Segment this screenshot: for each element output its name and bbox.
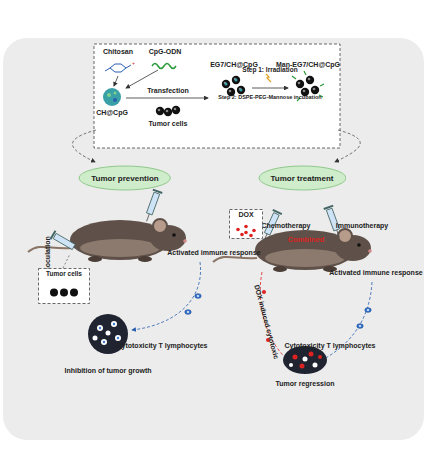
text-label: Combined	[288, 236, 325, 244]
text-label: CpG-ODN	[149, 48, 182, 56]
text-label: Tumor cells	[149, 120, 188, 128]
text-label: Inoculation	[44, 236, 52, 273]
node-text: DOX	[229, 211, 263, 218]
text-label: Chitosan	[103, 48, 133, 56]
syringe	[142, 189, 163, 223]
dashed-frame	[94, 44, 340, 148]
text-label: Transfection	[147, 87, 189, 95]
eg7-cells	[222, 76, 245, 96]
node-text: Tumor cells	[38, 270, 90, 277]
text-label: Activated immune response	[329, 269, 422, 277]
tumor-cells-icon	[156, 106, 180, 116]
cpg-strand	[152, 64, 176, 69]
text-label: Man-EG7/CH@CpG	[276, 61, 340, 69]
text-label: Step 2: DSPE-PEG-Mannose incubation	[218, 94, 321, 100]
mouse-left	[28, 219, 187, 262]
text-label: Immunotherapy	[336, 222, 389, 230]
syringe	[323, 205, 344, 239]
text-label: Inhibition of tumor growth	[64, 367, 151, 375]
text-label: CH@CpG	[96, 109, 128, 117]
node-text: Tumor prevention	[91, 174, 158, 183]
text-label: Cytotoxicity T lymphocytes	[116, 342, 207, 350]
text-label: Tumor regression	[276, 380, 335, 388]
dashed-box: DOX	[229, 209, 263, 239]
stage-oval: Tumor treatment	[258, 165, 347, 191]
svg-text:+: +	[132, 60, 135, 66]
text-label: Chemotherapy	[261, 222, 310, 230]
ch-cpg-particle	[103, 88, 121, 106]
text-label: Activated immune response	[167, 249, 260, 257]
node-text: Tumor treatment	[271, 174, 334, 183]
dashed-box: Tumor cells	[38, 268, 90, 304]
background-panel	[3, 38, 424, 440]
tumor-regressed	[283, 346, 327, 374]
stage-oval: Tumor prevention	[78, 165, 171, 191]
text-label: Cytotoxicity T lymphocytes	[284, 342, 375, 350]
syringe	[50, 230, 84, 255]
chitosan-molecule: +	[105, 60, 135, 72]
